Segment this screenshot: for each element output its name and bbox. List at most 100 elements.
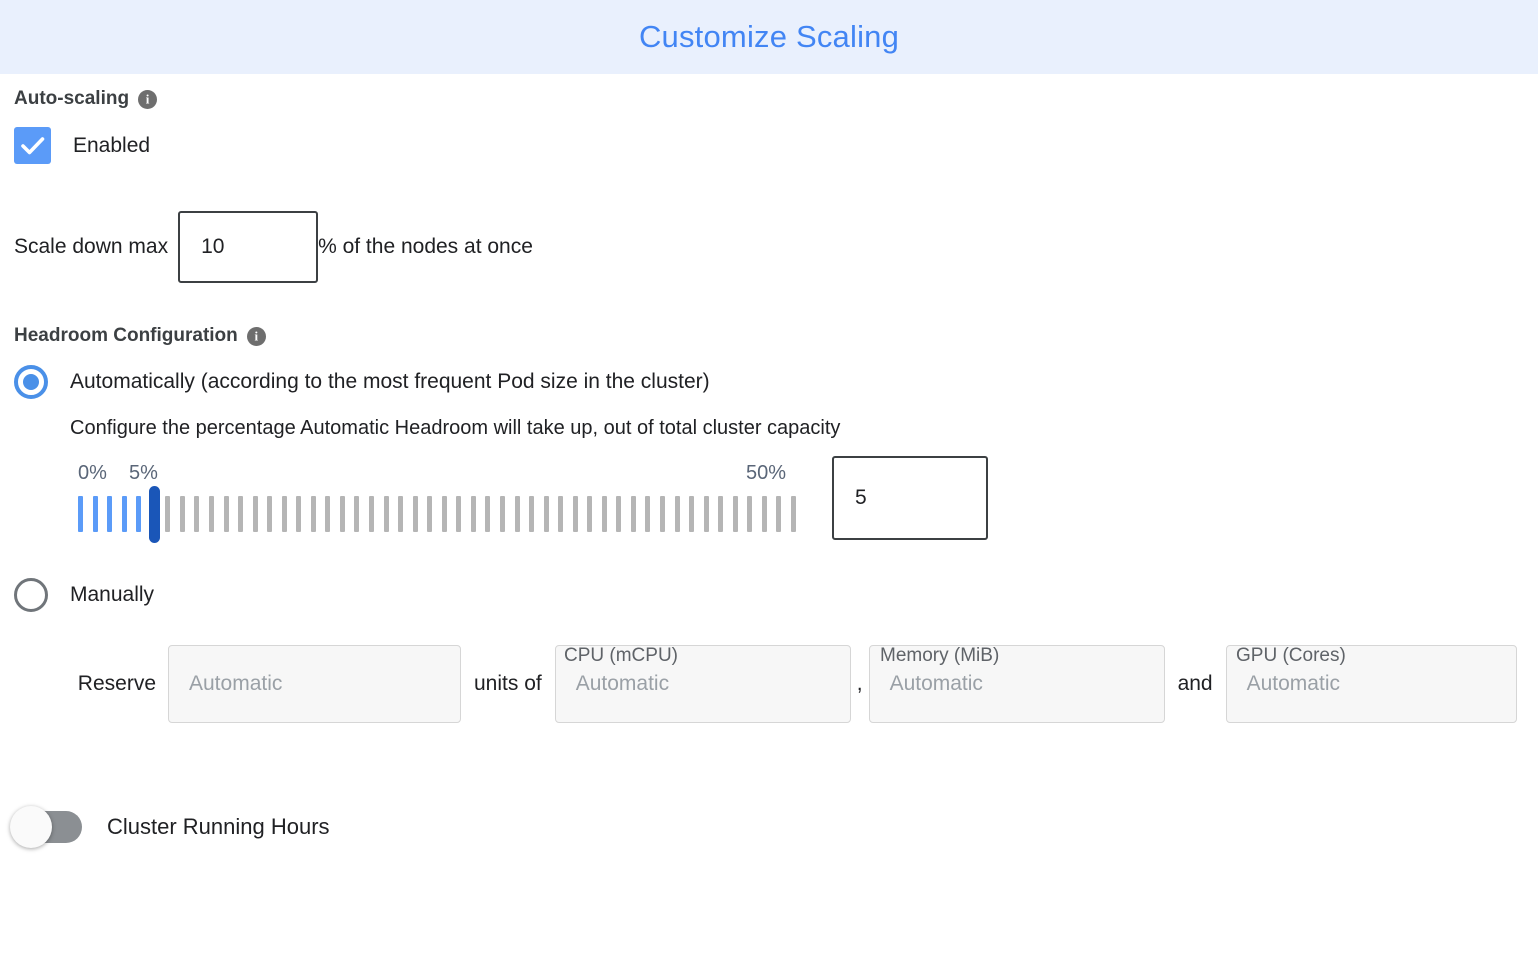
headroom-manual-option[interactable]: Manually <box>14 578 1524 612</box>
cluster-running-hours-toggle[interactable] <box>10 806 82 848</box>
slider-tick <box>252 496 258 532</box>
slider-tick <box>179 496 185 532</box>
slider-tick <box>485 496 491 532</box>
column-header-memory: Memory (MiB) <box>880 645 1000 666</box>
slider-tick <box>470 496 476 532</box>
info-icon-glyph: i <box>254 328 259 343</box>
slider-tick <box>616 496 622 532</box>
slider-tick <box>296 496 302 532</box>
slider-tick <box>398 496 404 532</box>
slider-tick <box>499 496 505 532</box>
auto-scaling-enabled-row[interactable]: Enabled <box>14 127 1524 164</box>
slider-tick <box>543 496 549 532</box>
cluster-running-hours-label: Cluster Running Hours <box>107 814 330 839</box>
reserve-row: Reserve Automatic units of Automatic , A… <box>14 645 1524 723</box>
slider-tick <box>208 496 214 532</box>
and-label: and <box>1177 672 1213 695</box>
auto-scaling-label: Auto-scaling <box>14 88 130 109</box>
radio-manually[interactable] <box>14 578 48 612</box>
slider-tick <box>412 496 418 532</box>
headroom-percent-input[interactable]: 5 <box>832 456 988 540</box>
headroom-slider[interactable]: 0% 5% 50% <box>78 456 818 556</box>
scale-down-max-input[interactable]: 10 <box>178 211 319 283</box>
slider-tick <box>441 496 447 532</box>
info-icon-auto-scaling[interactable]: i <box>138 89 158 109</box>
slider-tick <box>383 496 389 532</box>
units-of-label: units of <box>474 672 542 695</box>
slider-thumb[interactable] <box>148 486 160 543</box>
comma-separator: , <box>856 672 863 695</box>
slider-max-label: 50% <box>746 462 787 484</box>
slider-tick <box>369 496 374 532</box>
slider-tick <box>572 496 578 532</box>
headroom-section-header: Headroom Configuration i <box>14 325 1524 347</box>
slider-tick <box>165 496 171 532</box>
headroom-automatic-help-text: Configure the percentage Automatic Headr… <box>70 417 841 439</box>
slider-tick <box>267 496 273 532</box>
slider-tick <box>776 496 782 532</box>
scale-down-max-label: Scale down max <box>14 235 169 258</box>
enabled-checkbox[interactable] <box>14 127 51 164</box>
radio-automatic-label: Automatically (according to the most fre… <box>70 370 710 393</box>
reserve-label: Reserve <box>77 672 156 695</box>
slider-tick <box>339 496 345 532</box>
slider-tick <box>689 496 695 532</box>
auto-scaling-section-header: Auto-scaling i <box>14 88 1524 110</box>
scale-down-max-row: Scale down max 10 % of the nodes at once <box>14 211 1524 283</box>
info-icon-headroom[interactable]: i <box>246 326 266 346</box>
slider-tick <box>92 496 98 532</box>
slider-tick <box>587 496 593 532</box>
slider-tick <box>718 496 724 532</box>
cluster-running-hours-row[interactable]: Cluster Running Hours <box>10 806 1524 848</box>
slider-tick <box>281 496 287 532</box>
info-icon-glyph: i <box>145 91 150 106</box>
reserve-gpu-input[interactable]: Automatic <box>1225 645 1517 723</box>
column-header-gpu: GPU (Cores) <box>1236 645 1346 666</box>
slider-tick <box>514 496 520 532</box>
check-icon <box>21 137 45 155</box>
slider-tick <box>354 496 360 532</box>
slider-tick <box>325 496 331 532</box>
slider-tick <box>136 496 142 532</box>
headroom-configuration-label: Headroom Configuration <box>14 325 238 346</box>
dialog-body: Auto-scaling i Enabled Scale down max 10… <box>0 88 1538 970</box>
slider-tick <box>223 496 229 532</box>
slider-tick <box>238 496 244 532</box>
slider-tick <box>529 496 535 532</box>
reserve-cpu-input[interactable]: Automatic <box>554 645 851 723</box>
slider-tick <box>558 496 564 532</box>
dialog-header: Customize Scaling <box>0 0 1538 74</box>
slider-tick <box>674 496 680 532</box>
slider-tick <box>78 496 83 532</box>
slider-tick <box>790 496 796 532</box>
slider-tick <box>761 496 767 532</box>
column-header-cpu: CPU (mCPU) <box>564 645 678 666</box>
radio-automatic[interactable] <box>14 365 48 399</box>
slider-tick <box>601 496 607 532</box>
headroom-slider-row: 0% 5% 50% 5 <box>14 456 1524 556</box>
slider-tick <box>645 496 651 532</box>
slider-tick <box>456 496 462 532</box>
slider-tick <box>107 496 113 532</box>
reserve-memory-input[interactable]: Automatic <box>868 645 1165 723</box>
slider-tick <box>194 496 200 532</box>
slider-tick <box>747 496 753 532</box>
slider-min-label: 0% <box>78 462 107 484</box>
scale-down-max-suffix: % of the nodes at once <box>318 235 533 258</box>
slider-tick <box>732 496 738 532</box>
slider-value-label: 5% <box>129 462 158 484</box>
reserve-units-input[interactable]: Automatic <box>168 645 461 723</box>
slider-tick <box>121 496 127 532</box>
slider-tick <box>310 496 316 532</box>
slider-tick <box>703 496 709 532</box>
radio-manually-label: Manually <box>70 583 155 606</box>
page-title: Customize Scaling <box>638 19 900 54</box>
toggle-knob <box>10 806 52 848</box>
reserve-block: CPU (mCPU) Memory (MiB) GPU (Cores) Rese… <box>14 645 1524 723</box>
enabled-label: Enabled <box>73 133 151 157</box>
slider-ticks <box>78 496 818 532</box>
slider-tick <box>427 496 433 532</box>
headroom-automatic-option[interactable]: Automatically (according to the most fre… <box>14 365 1524 399</box>
slider-tick <box>630 496 636 532</box>
slider-tick <box>660 496 665 532</box>
